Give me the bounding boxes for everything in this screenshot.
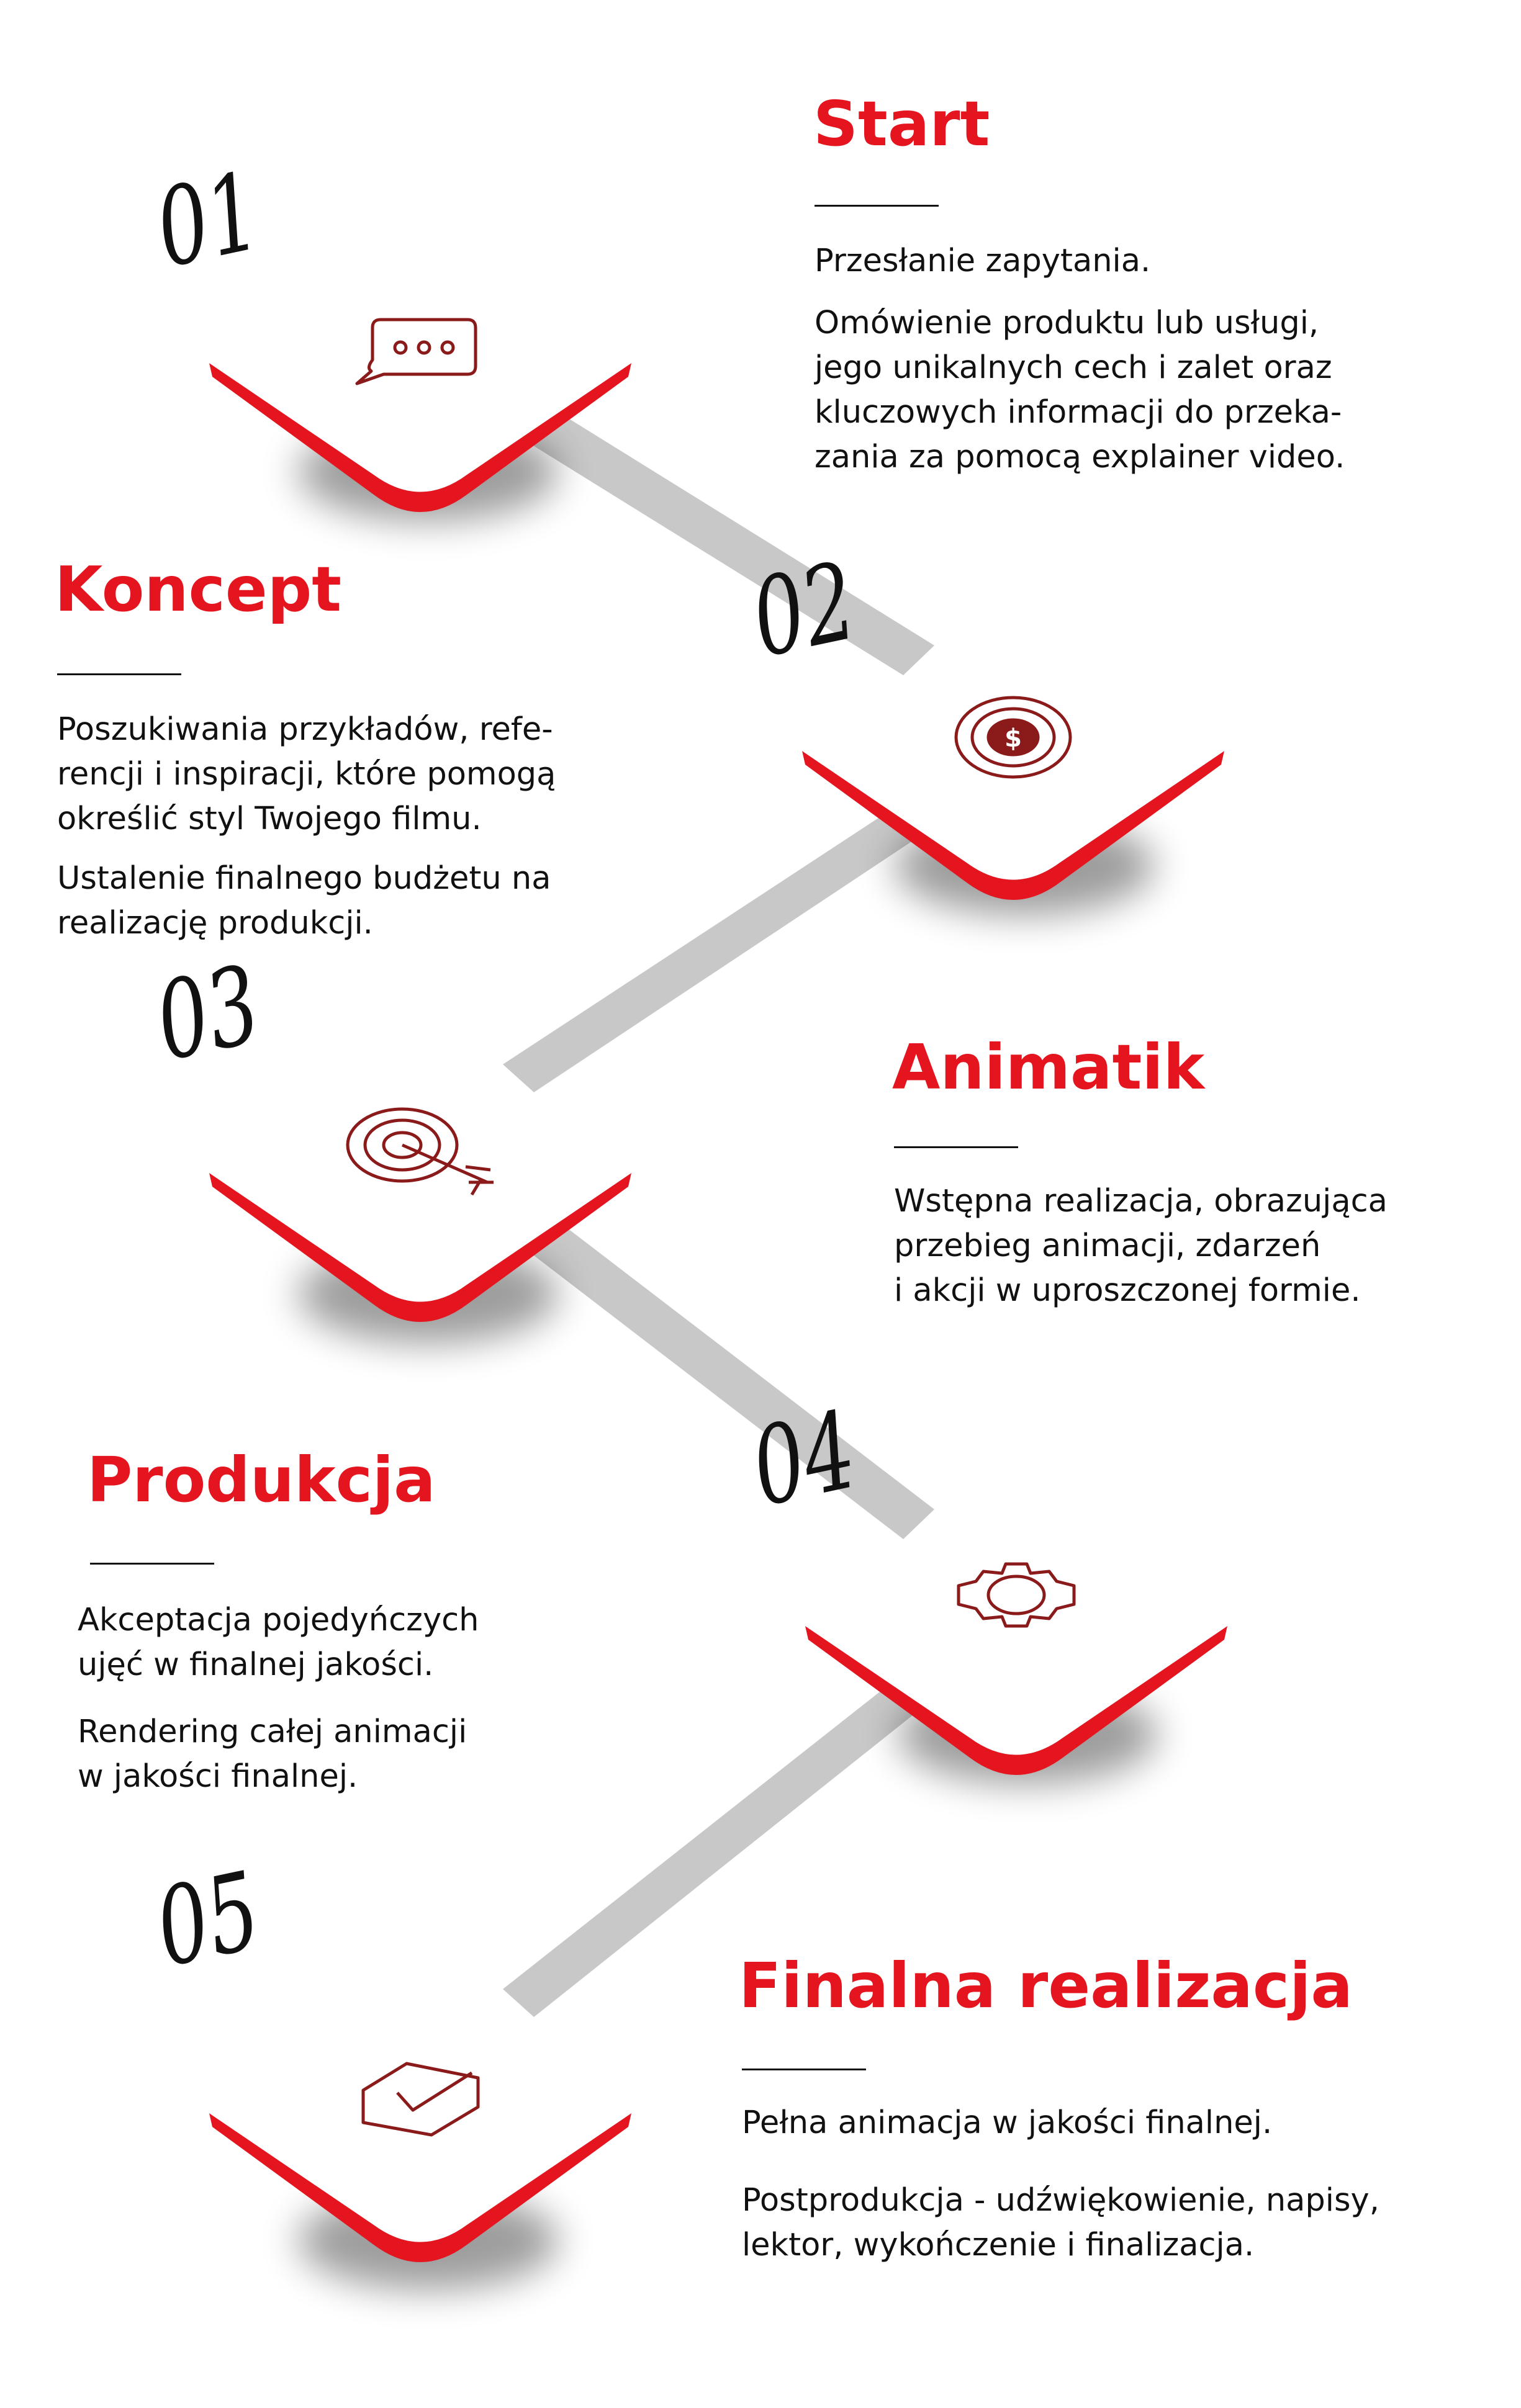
- step-description: Wstępna realizacja, obrazująca przebieg …: [894, 1183, 1388, 1309]
- step-numbers: 01 02 03 04 05: [146, 150, 866, 1992]
- title-divider: [742, 2069, 866, 2070]
- connector-3-4: [515, 1212, 934, 1539]
- connector-2-3: [503, 804, 931, 1092]
- step-number: 04: [742, 1388, 866, 1531]
- dollar-coin-icon: $: [954, 696, 1072, 779]
- step-description: Ustalenie finalnego budżetu na realizacj…: [57, 860, 551, 941]
- step-description: Rendering całej animacji w jakości final…: [78, 1714, 467, 1795]
- step-number: 03: [146, 943, 270, 1085]
- step-title: Start: [813, 88, 990, 160]
- step-description: Akceptacja pojedyńczych ujęć w finalnej …: [78, 1602, 479, 1683]
- step-title: Animatik: [892, 1031, 1205, 1103]
- connector-4-5: [503, 1676, 931, 2017]
- title-divider: [90, 1563, 214, 1565]
- title-divider: [894, 1146, 1018, 1148]
- svg-text:$: $: [1004, 724, 1022, 753]
- step-title: Koncept: [55, 553, 342, 626]
- tile-5: [209, 1984, 631, 2262]
- connector-1-2: [515, 405, 934, 675]
- gear-icon: [957, 1562, 1076, 1628]
- step-number: 05: [146, 1849, 270, 1992]
- step-description: Poszukiwania przykładów, refe- rencji i …: [57, 711, 556, 837]
- title-divider: [57, 673, 181, 675]
- step-description: Postprodukcja - udźwiękowienie, napisy, …: [742, 2182, 1379, 2263]
- step-number: 01: [146, 150, 270, 292]
- title-divider: [815, 205, 939, 207]
- step-description: Przesłanie zapytania.: [815, 243, 1151, 279]
- chat-bubble-icon: [355, 318, 477, 385]
- step-description: Omówienie produktu lub usługi, jego unik…: [815, 305, 1345, 475]
- step-number: 02: [742, 539, 866, 682]
- target-arrow-icon: [346, 1107, 494, 1196]
- step-description: Pełna animacja w jakości finalnej.: [742, 2105, 1273, 2141]
- checkmark-box-icon: [361, 2062, 480, 2137]
- connectors: [503, 405, 934, 2017]
- step-title: Produkcja: [87, 1444, 436, 1516]
- step-title: Finalna realizacja: [739, 1949, 1353, 2022]
